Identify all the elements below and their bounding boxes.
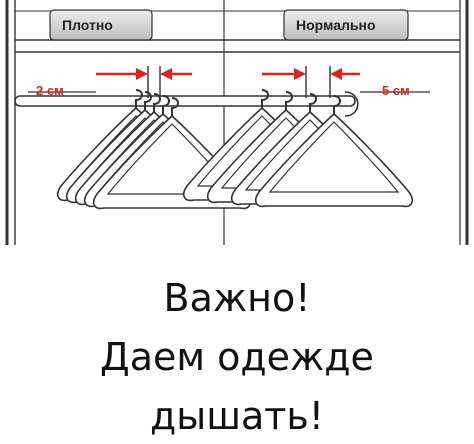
gap-label-small: 2 см [36, 83, 64, 98]
tag-normal-label: Нормально [296, 17, 376, 33]
wardrobe-illustration: 2 см 5 см Плотно Нормально [5, 0, 469, 245]
tag-tight: Плотно [49, 9, 153, 41]
caption-line-2: Даем одежде [100, 335, 374, 379]
caption-line-1: Важно! [163, 276, 311, 320]
caption-line-3: дышать! [149, 394, 325, 438]
hanging-rail [14, 91, 359, 117]
gap-marker-normal [262, 66, 430, 98]
gap-label-large: 5 см [382, 83, 410, 98]
tag-tight-label: Плотно [62, 17, 113, 33]
gap-marker-tight [28, 66, 192, 98]
hangers-normal-group [182, 89, 414, 208]
tag-normal: Нормально [283, 9, 409, 41]
